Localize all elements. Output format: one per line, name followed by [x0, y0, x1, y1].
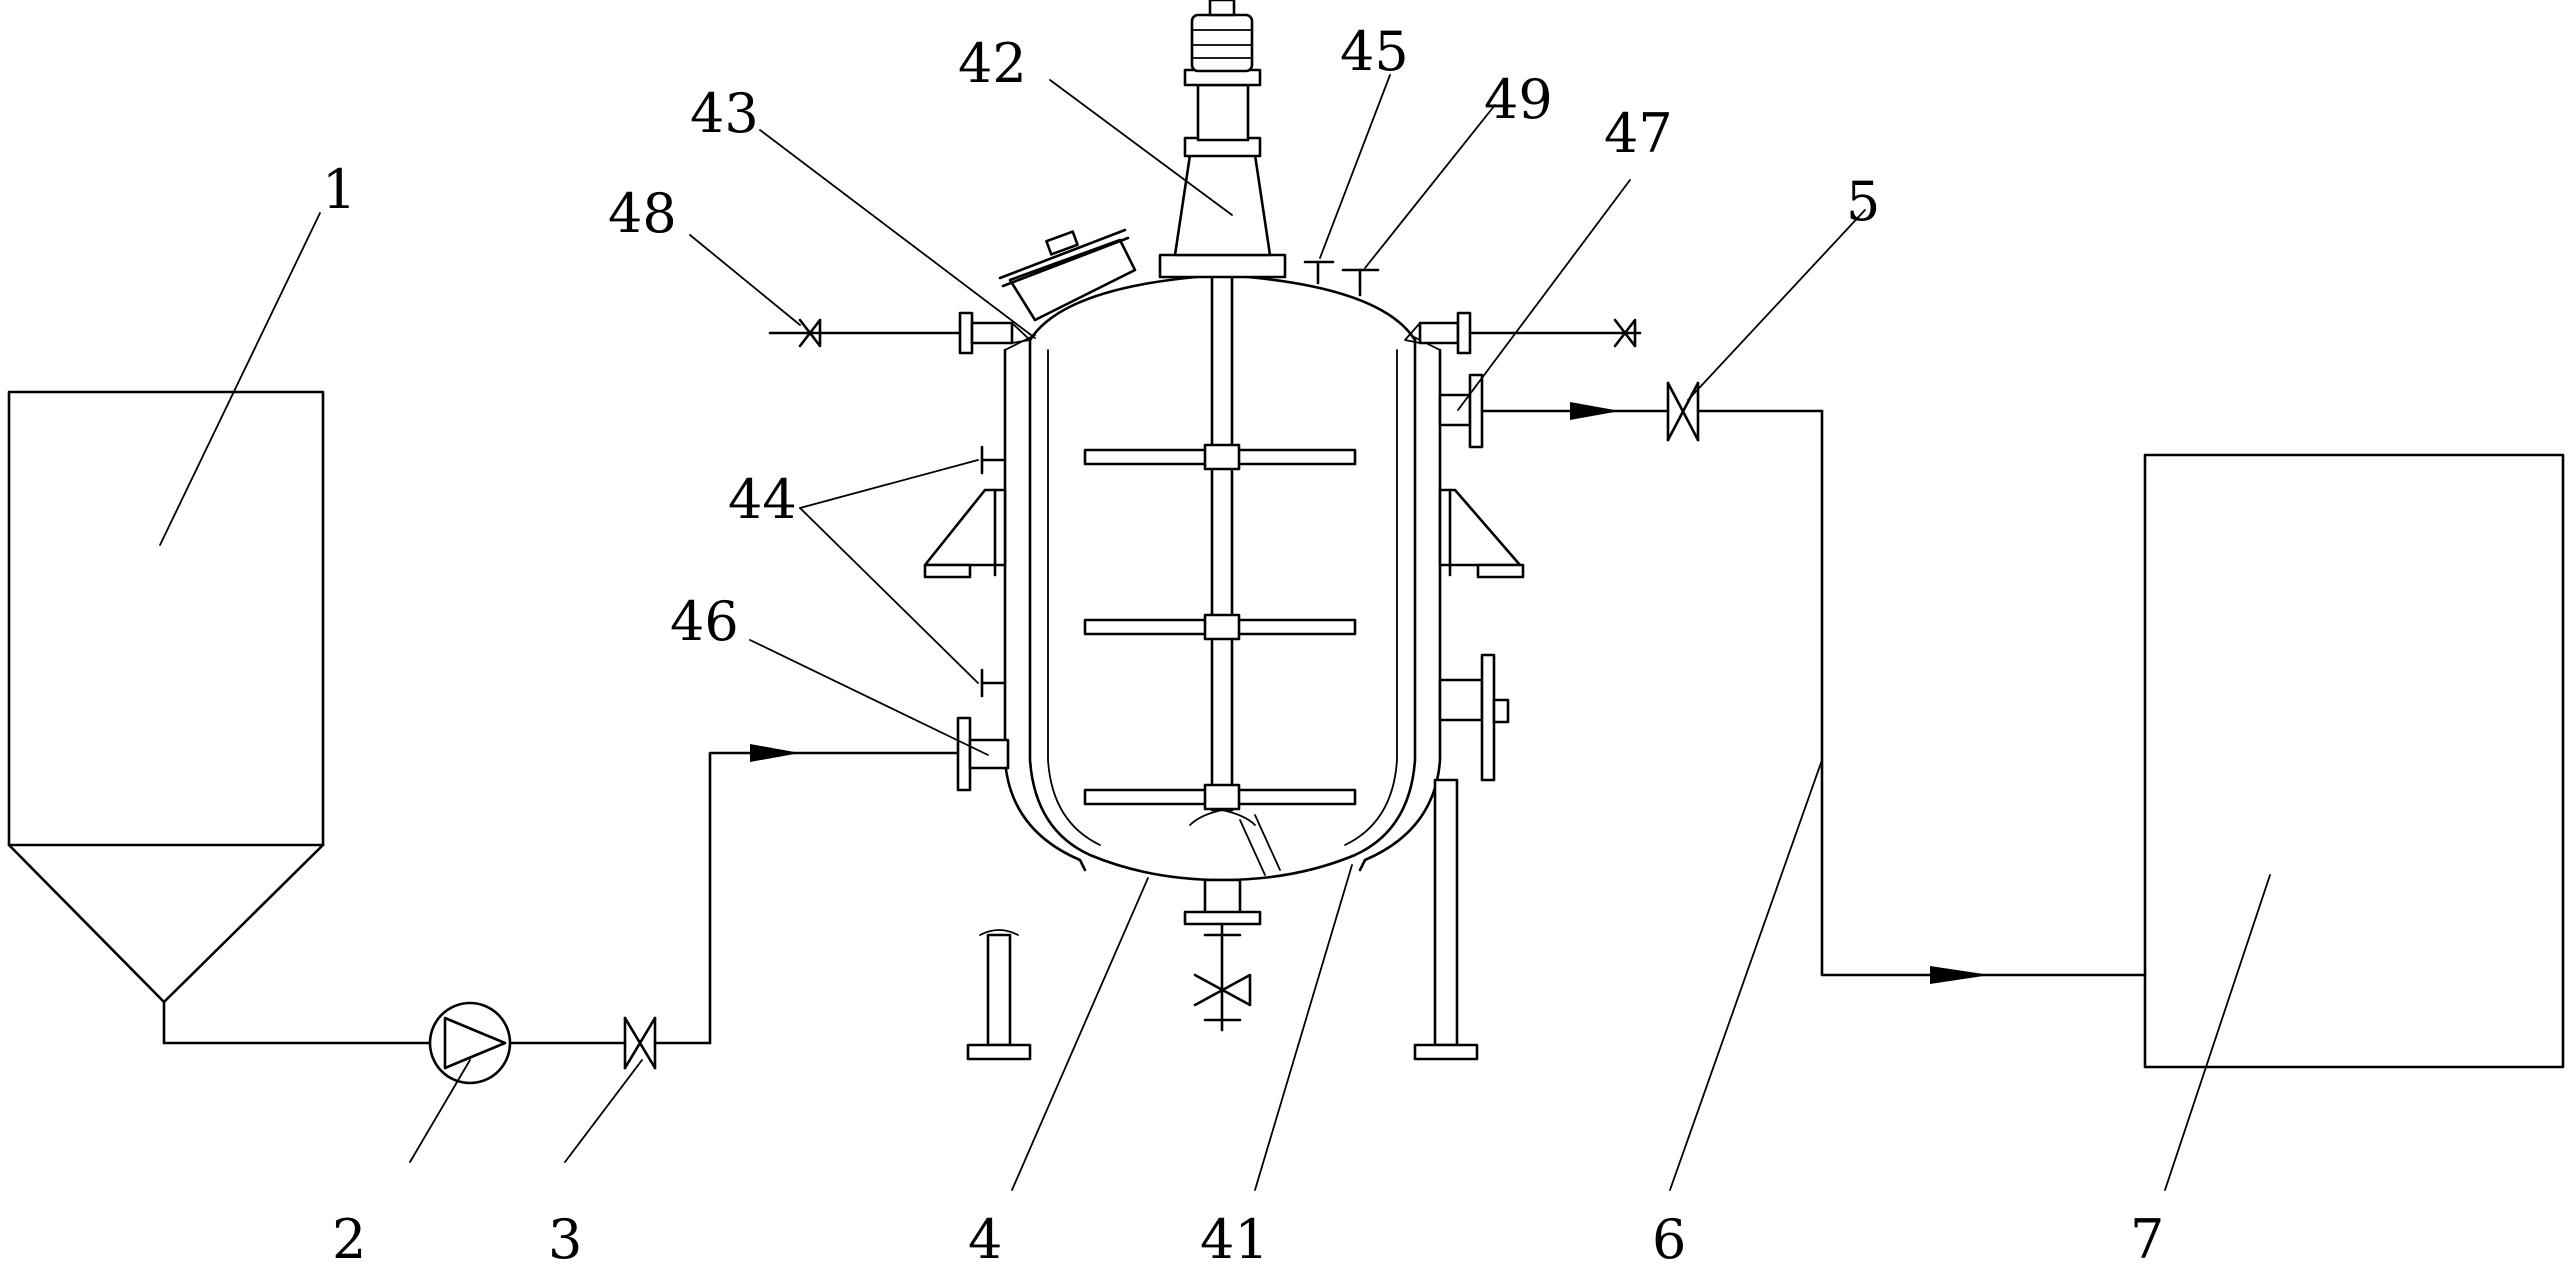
manhole	[998, 228, 1137, 322]
top-nozzles	[1303, 260, 1380, 297]
leader-lines	[159, 74, 2271, 1191]
label-41: 41	[1200, 1208, 1269, 1268]
label-47: 47	[1604, 102, 1673, 165]
product-valve	[1666, 381, 1700, 442]
reactor-legs	[966, 778, 1479, 1061]
label-49: 49	[1484, 68, 1553, 131]
label-43: 43	[690, 82, 759, 145]
part-labels: 1 2 3 4 41 42 43 45 49 47 48 5 44 46 6 7	[322, 20, 2164, 1268]
support-lugs	[923, 488, 1525, 579]
agitator-drive	[1158, 0, 1287, 279]
label-42: 42	[958, 32, 1027, 95]
right-top-pipe	[1404, 311, 1642, 355]
feed-pipeline	[162, 744, 960, 1045]
left-side-nozzles	[980, 445, 1007, 698]
flow-arrow-icon	[1570, 402, 1620, 420]
agitator	[1083, 273, 1357, 826]
product-pipeline	[1480, 402, 2147, 984]
label-2: 2	[332, 1208, 366, 1268]
inlet-nozzle	[956, 716, 1010, 792]
storage-tank	[2143, 453, 2565, 1069]
label-1: 1	[322, 158, 356, 221]
flow-arrow-icon	[750, 744, 800, 762]
pump	[428, 1001, 512, 1085]
label-7: 7	[2130, 1208, 2164, 1268]
label-6: 6	[1652, 1208, 1686, 1268]
flow-arrow-icon	[1930, 966, 1990, 984]
left-top-pipe	[768, 311, 1031, 355]
label-3: 3	[548, 1208, 582, 1268]
label-4: 4	[968, 1208, 1002, 1268]
label-48: 48	[608, 182, 677, 245]
right-side-nozzle	[1438, 653, 1510, 782]
label-5: 5	[1846, 170, 1880, 233]
label-45: 45	[1340, 20, 1409, 83]
feed-valve	[623, 1016, 657, 1070]
feed-tank	[7, 390, 325, 1045]
label-44: 44	[728, 468, 797, 531]
label-46: 46	[670, 590, 739, 653]
